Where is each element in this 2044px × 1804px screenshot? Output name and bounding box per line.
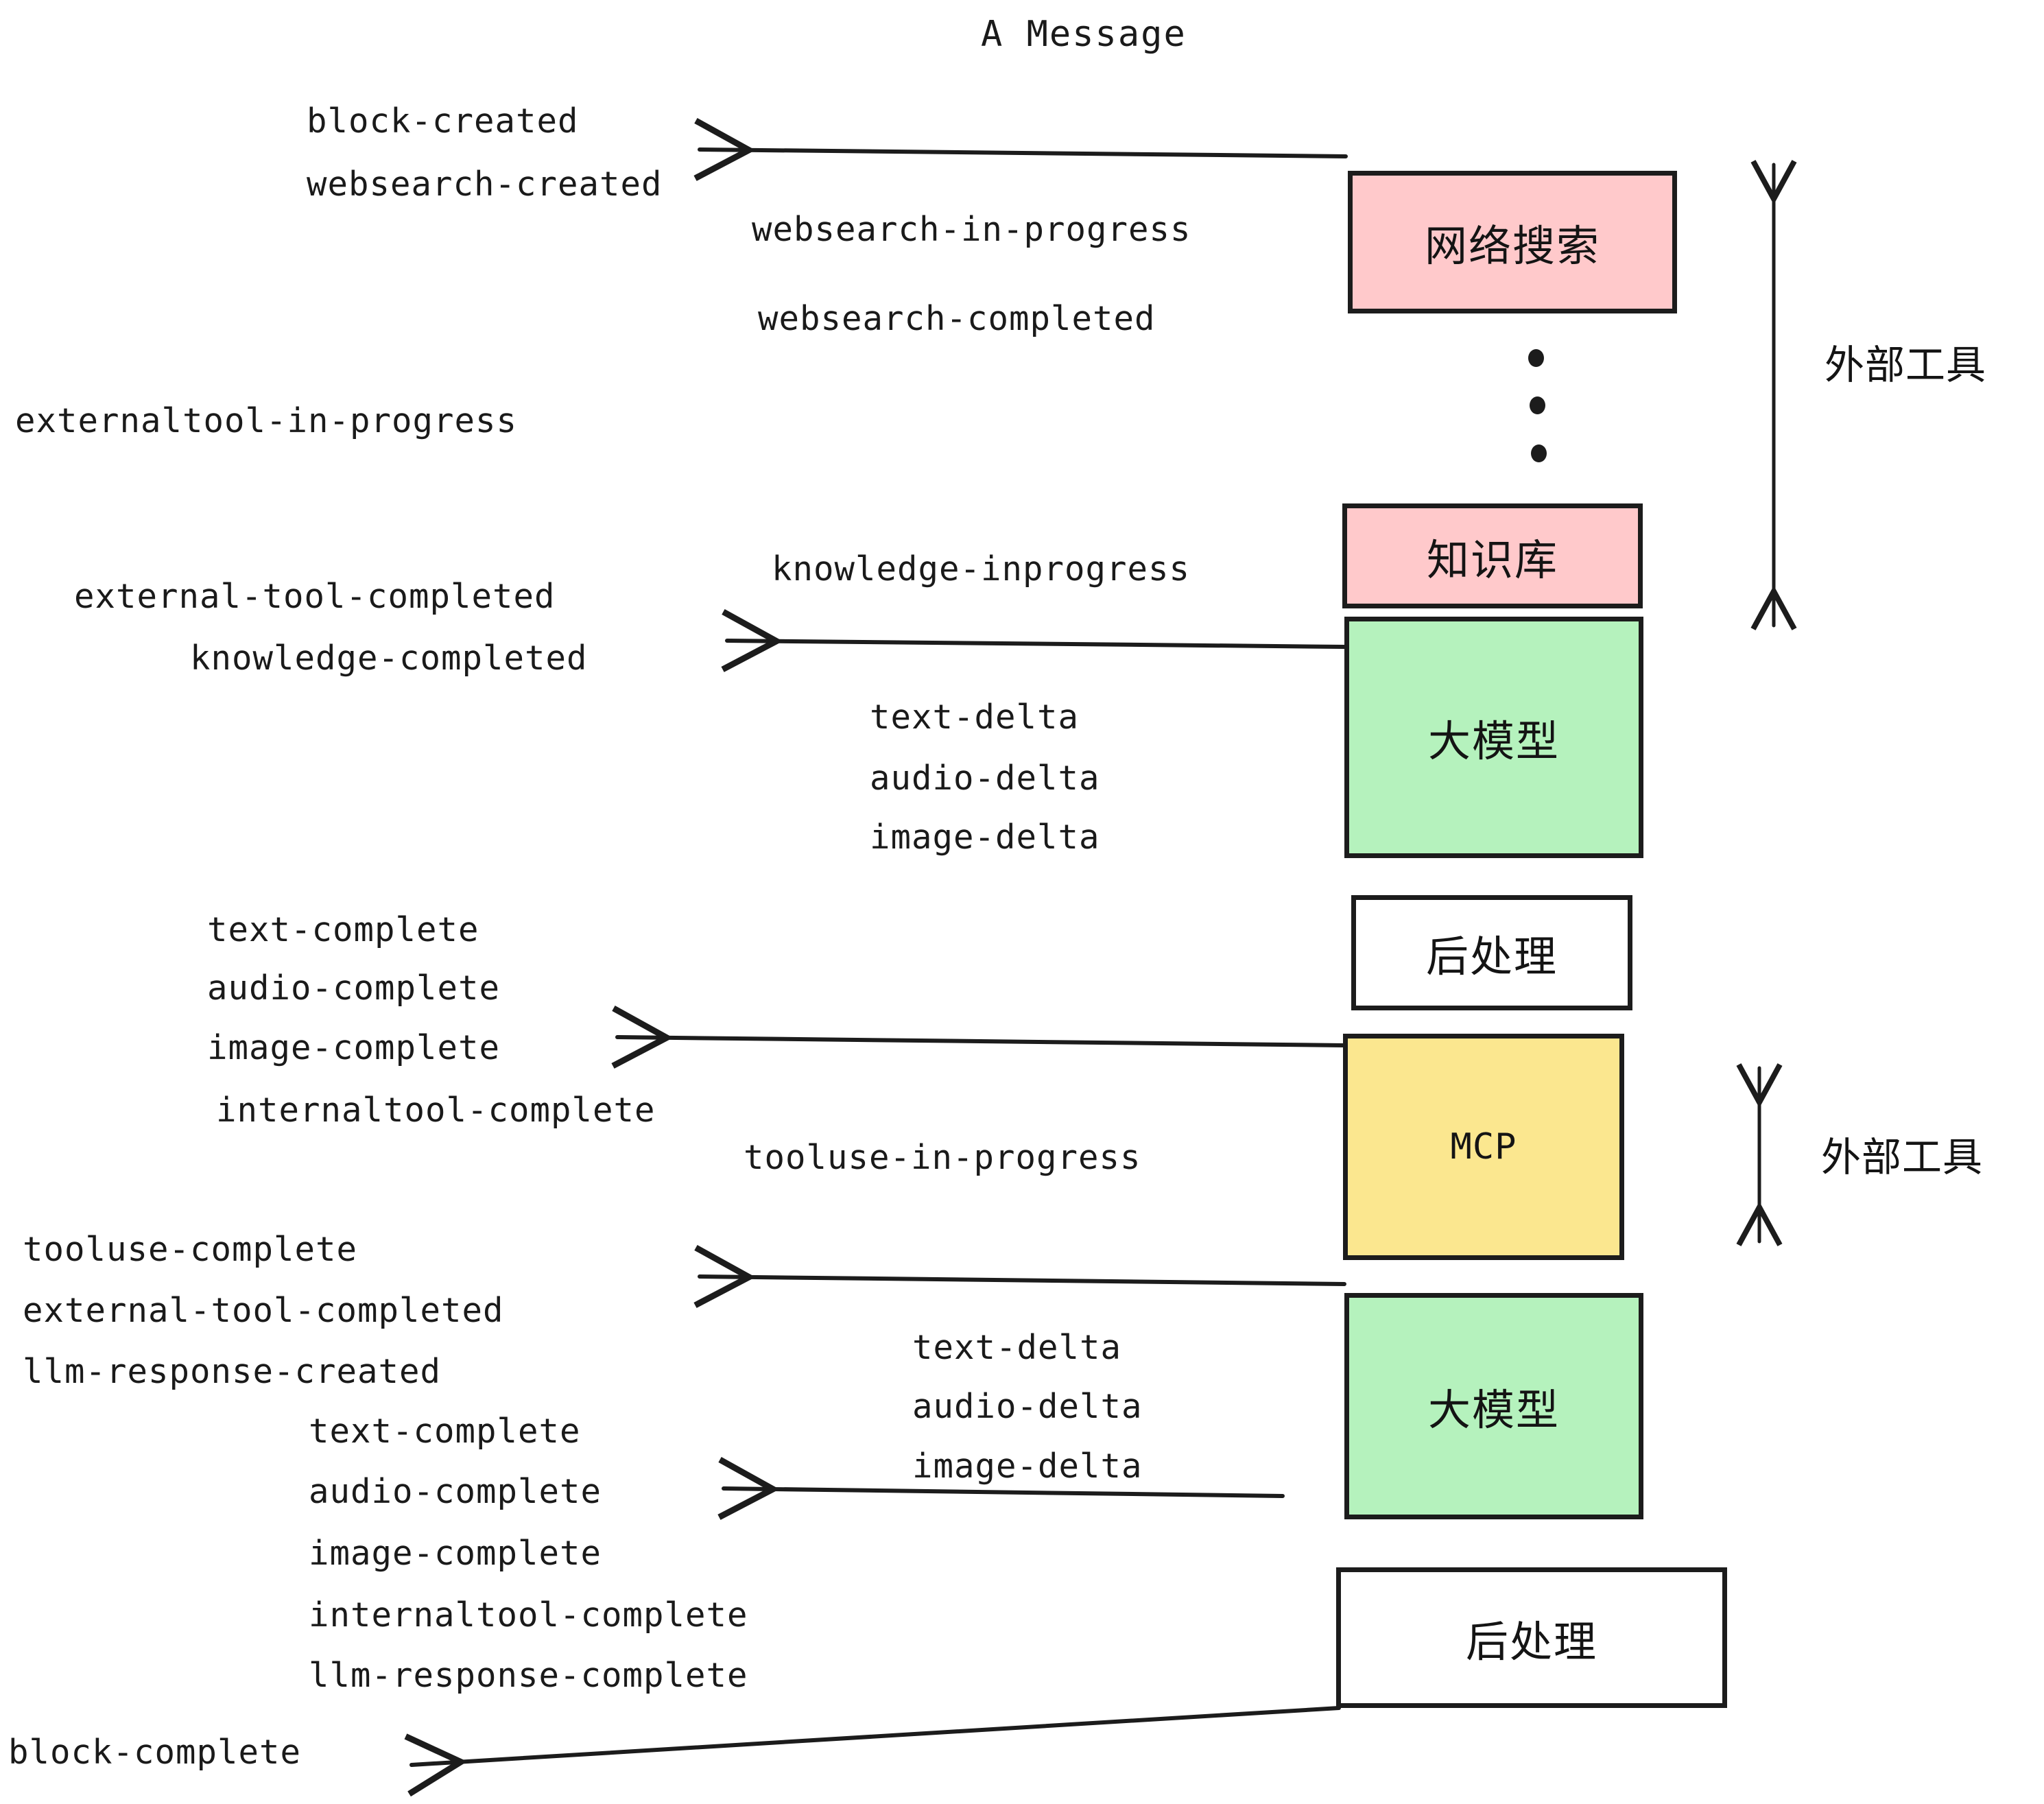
ellipsis-dot-1: [1528, 349, 1544, 367]
event-label-internaltool-complete-2: internaltool-complete: [309, 1595, 748, 1635]
node-box-label: 大模型: [1427, 1385, 1560, 1435]
event-label-text-complete-1: text-complete: [207, 910, 479, 949]
event-label-internaltool-complete-1: internaltool-complete: [216, 1091, 656, 1130]
event-label-audio-complete-2: audio-complete: [309, 1472, 602, 1511]
range-label-external-tool-top: 外部工具: [1825, 342, 1987, 388]
event-label-external-tool-completed-2: external-tool-completed: [23, 1291, 504, 1330]
node-box-llm-top: 大模型: [1344, 617, 1643, 858]
node-box-websearch: 网络搜索: [1348, 171, 1677, 313]
arrow-image-complete: [617, 1037, 1345, 1045]
node-box-postprocess-top: 后处理: [1351, 895, 1632, 1010]
event-label-websearch-created: websearch-created: [307, 165, 663, 204]
event-label-image-delta-1: image-delta: [870, 818, 1100, 857]
ellipsis-dot-2: [1530, 396, 1545, 414]
arrow-tooluse-complete: [700, 1277, 1346, 1284]
event-label-tooluse-complete: tooluse-complete: [23, 1230, 358, 1269]
node-box-postprocess-bottom: 后处理: [1336, 1567, 1727, 1708]
node-box-label: 网络搜索: [1424, 221, 1600, 271]
event-label-externaltool-in-progress: externaltool-in-progress: [15, 401, 518, 440]
node-box-llm-bottom: 大模型: [1344, 1293, 1643, 1519]
event-label-block-created: block-created: [307, 102, 579, 141]
ellipsis-dot-3: [1531, 444, 1547, 462]
range-label-external-tool-bottom: 外部工具: [1821, 1134, 1984, 1180]
node-box-mcp: MCP: [1343, 1034, 1624, 1260]
event-label-image-complete-1: image-complete: [207, 1028, 501, 1067]
event-label-llm-response-created: llm-response-created: [23, 1352, 442, 1391]
event-label-text-complete-2: text-complete: [309, 1412, 581, 1451]
arrow-block-complete: [412, 1706, 1341, 1765]
event-label-text-delta-1: text-delta: [870, 698, 1080, 737]
event-label-websearch-completed: websearch-completed: [758, 299, 1156, 338]
event-label-block-complete: block-complete: [8, 1733, 302, 1772]
event-label-knowledge-completed: knowledge-completed: [190, 639, 588, 678]
event-label-image-complete-2: image-complete: [309, 1534, 602, 1573]
event-label-websearch-in-progress: websearch-in-progress: [752, 210, 1191, 249]
event-label-external-tool-completed-1: external-tool-completed: [74, 577, 556, 616]
arrow-audio-complete: [724, 1488, 1285, 1496]
event-label-llm-response-complete: llm-response-complete: [309, 1656, 748, 1695]
event-label-audio-complete-1: audio-complete: [207, 969, 501, 1008]
node-box-label: MCP: [1450, 1126, 1517, 1167]
event-label-audio-delta-1: audio-delta: [870, 759, 1100, 798]
event-label-audio-delta-2: audio-delta: [912, 1387, 1143, 1426]
event-label-tooluse-in-progress: tooluse-in-progress: [744, 1138, 1141, 1177]
node-box-knowledge: 知识库: [1342, 503, 1643, 608]
node-box-label: 后处理: [1425, 931, 1558, 982]
page-title: A Message: [981, 14, 1187, 55]
event-label-image-delta-2: image-delta: [912, 1447, 1143, 1486]
arrow-knowledge-completed: [727, 641, 1346, 647]
arrow-websearch-created: [700, 150, 1348, 156]
node-box-label: 后处理: [1465, 1616, 1597, 1667]
event-label-knowledge-inprogress: knowledge-inprogress: [772, 549, 1191, 589]
node-box-label: 大模型: [1427, 716, 1560, 766]
node-box-label: 知识库: [1426, 534, 1558, 585]
event-label-text-delta-2: text-delta: [912, 1328, 1122, 1367]
